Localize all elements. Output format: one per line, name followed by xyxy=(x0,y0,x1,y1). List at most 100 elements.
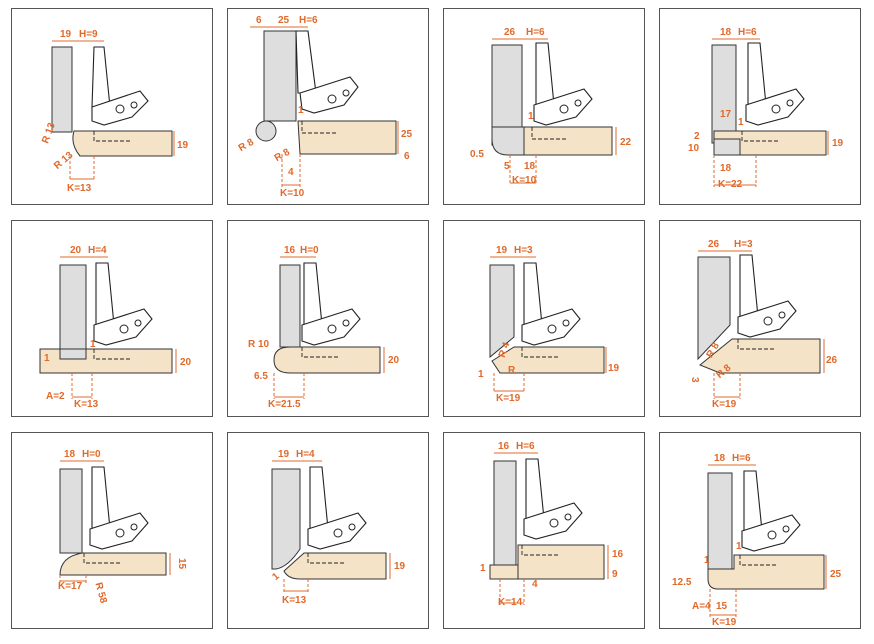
dim-label: 19 xyxy=(177,140,189,151)
dimension-extension xyxy=(281,154,301,187)
dimension-extension xyxy=(71,373,93,399)
dim-label: 1 xyxy=(270,571,282,583)
dim-label: K=22 xyxy=(718,179,743,190)
dim-label: 19 xyxy=(394,561,406,572)
dim-label: 0.5 xyxy=(470,149,484,160)
dim-label: 20 xyxy=(180,357,192,368)
dim-label: 19 xyxy=(278,449,290,460)
dim-label: 26 xyxy=(826,355,838,366)
dim-label: H=4 xyxy=(296,449,315,460)
hinge-screw xyxy=(549,518,559,528)
hinge-screw xyxy=(763,316,773,326)
cup-outline xyxy=(301,121,336,134)
hinge-screw xyxy=(134,319,142,327)
hinge-arm xyxy=(91,466,111,530)
dim-label: H=6 xyxy=(526,27,545,38)
hinge-screw xyxy=(547,324,557,334)
hinge-screw xyxy=(564,513,572,521)
dim-label: 1 xyxy=(480,563,486,574)
dim-label: K=10 xyxy=(280,188,305,199)
hinge-diagram-panel-4: 18 H=6 17 1 2 10 18 19 K=22 xyxy=(659,8,861,205)
dim-label: K=13 xyxy=(282,595,307,606)
hinge-screw xyxy=(767,530,777,540)
dim-label: 12.5 xyxy=(672,577,692,588)
hinge-diagram-panel-5: 20 H=4 1 1 20 A=2 K=13 xyxy=(11,220,213,417)
edge-profile xyxy=(59,348,87,360)
dim-label: R 8 xyxy=(273,147,292,165)
dim-label: R 13 xyxy=(52,149,76,171)
hinge-diagram-2: 6 25 H=6 1 R 8 R 8 4 25 6 K=10 xyxy=(237,15,413,199)
hinge-diagram-9: 18 H=0 15 R 58 K=17 xyxy=(58,449,187,605)
dimension-extension xyxy=(69,156,95,181)
hinge-diagram-11: 16 H=6 1 16 9 4 K=14 xyxy=(480,441,624,608)
hinge-cup xyxy=(301,308,361,346)
dim-label: 6 xyxy=(256,15,262,26)
hinge-diagram-6: 16 H=0 R 10 20 6.5 K=21.5 xyxy=(248,245,400,410)
hinge-screw xyxy=(115,528,125,538)
dim-label: 22 xyxy=(620,137,632,148)
hinge-screw xyxy=(327,324,337,334)
dim-label: 18 xyxy=(64,449,76,460)
dim-label: 5 xyxy=(504,161,510,172)
hinge-arm xyxy=(739,254,759,318)
cabinet-side xyxy=(59,264,87,358)
cup-outline xyxy=(93,349,130,360)
hinge-cup xyxy=(737,300,797,338)
hinge-diagram-panel-10: 19 H=4 1 19 K=13 xyxy=(227,432,429,629)
dim-label: 1 xyxy=(528,111,534,122)
dim-label: R xyxy=(508,365,516,376)
dim-label: 19 xyxy=(832,138,844,149)
cabinet-side xyxy=(707,472,733,570)
hinge-cup xyxy=(521,308,581,346)
door-panel xyxy=(59,552,167,576)
dim-label: 18 xyxy=(524,161,536,172)
hinge-diagram-panel-7: 19 H=3 R 4 R 1 19 K=19 xyxy=(443,220,645,417)
dim-label: 25 xyxy=(401,129,413,140)
dim-label: K=13 xyxy=(74,399,99,410)
dim-label: 19 xyxy=(496,245,508,256)
dim-label: 9 xyxy=(612,569,618,580)
dim-label: 18 xyxy=(714,453,726,464)
dim-label: H=4 xyxy=(88,245,107,256)
dim-label: H=0 xyxy=(300,245,319,256)
hinge-diagram-panel-8: 26 H=3 R 8 R 8 3 26 K=19 xyxy=(659,220,861,417)
dim-label: K=19 xyxy=(496,393,521,404)
cabinet-side xyxy=(279,264,301,348)
dim-label: K=10 xyxy=(512,175,537,186)
bead-profile xyxy=(255,120,277,142)
dim-label: R 58 xyxy=(93,581,109,605)
dimension-extension xyxy=(713,155,757,187)
hinge-arm xyxy=(303,262,323,326)
door-panel xyxy=(297,120,397,155)
rounded-profile xyxy=(491,126,525,156)
cup-outline xyxy=(531,127,568,140)
dim-label: 26 xyxy=(708,239,720,250)
hinge-screw xyxy=(348,523,356,531)
hinge-diagram-panel-6: 16 H=0 R 10 20 6.5 K=21.5 xyxy=(227,220,429,417)
cabinet-side xyxy=(51,46,73,133)
dim-label: 15 xyxy=(716,601,728,612)
hinge-diagram-3: 26 H=6 1 0.5 5 18 22 K=10 xyxy=(470,27,632,186)
dim-label: H=6 xyxy=(516,441,535,452)
dim-label: K=19 xyxy=(712,617,737,628)
door-panel xyxy=(523,126,613,156)
dim-label: H=6 xyxy=(732,453,751,464)
hinge-diagram-panel-2: 6 25 H=6 1 R 8 R 8 4 25 6 K=10 xyxy=(227,8,429,205)
dim-label: 25 xyxy=(278,15,290,26)
dim-label: R 4 xyxy=(497,340,513,359)
dim-label: K=19 xyxy=(712,399,737,410)
dim-label: 16 xyxy=(498,441,510,452)
hinge-screw xyxy=(130,101,138,109)
hinge-screw xyxy=(342,89,350,97)
dim-label: 17 xyxy=(720,109,732,120)
dim-label: H=6 xyxy=(738,27,757,38)
hinge-screw xyxy=(327,94,337,104)
cabinet-side xyxy=(489,264,515,359)
hinge-screw xyxy=(342,319,350,327)
hinge-cup xyxy=(299,76,359,114)
dim-label: 1 xyxy=(298,105,304,116)
hinge-arm xyxy=(525,458,545,520)
dim-label: 3 xyxy=(689,377,700,383)
dimension-extension xyxy=(713,373,741,399)
hinge-cup xyxy=(89,512,149,550)
